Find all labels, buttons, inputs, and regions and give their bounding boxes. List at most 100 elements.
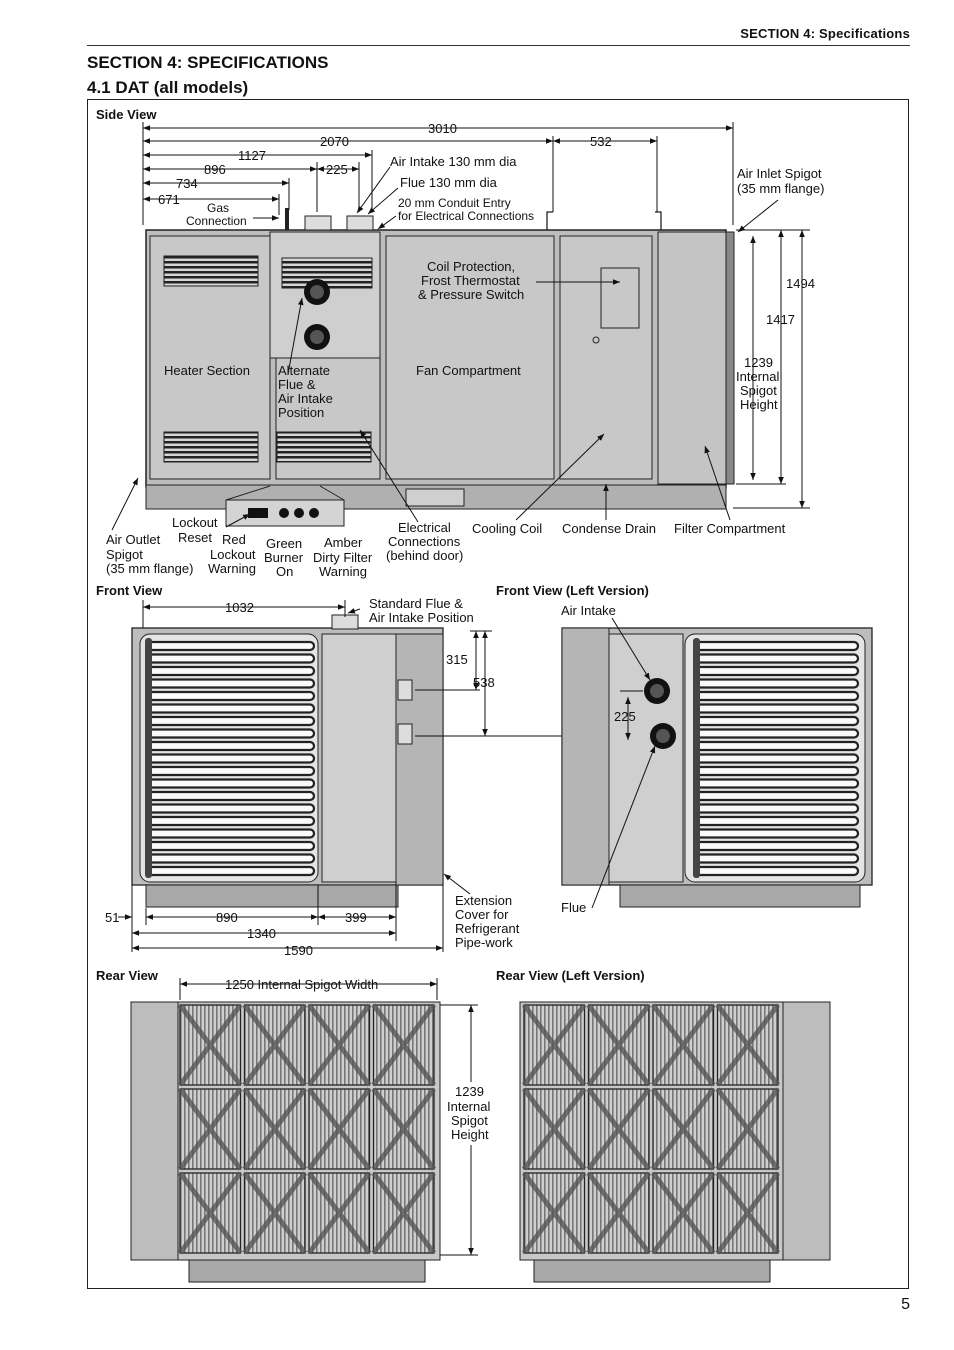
dim-1127: 1127 (238, 148, 266, 163)
side-view-title: Side View (96, 107, 157, 122)
coil-row (694, 853, 860, 864)
dim-1494: 1494 (786, 276, 815, 291)
side-view-dimensions (111, 122, 810, 531)
front-view-unit (131, 614, 444, 908)
filter-compartment-label: Filter Compartment (674, 521, 786, 536)
coil-row (146, 728, 316, 739)
filter-cross (651, 1171, 716, 1255)
coil-row (146, 753, 316, 764)
air-intake-left-label: Air Intake (561, 603, 616, 618)
green-label-3: On (276, 564, 293, 579)
dim-315: 315 (446, 652, 468, 667)
coil-row (146, 715, 316, 727)
section-title: SECTION 4: SPECIFICATIONS (87, 53, 329, 72)
coil-row (694, 778, 860, 789)
rear-h-label-4: Height (451, 1127, 489, 1142)
coil-row (146, 790, 316, 802)
spigot-label-1: 1239 (744, 355, 773, 370)
coil-row (146, 653, 316, 664)
front-view-dimensions (118, 600, 650, 952)
coil-row (146, 815, 316, 827)
rear-view-title: Rear View (96, 968, 159, 983)
dim-1590: 1590 (284, 943, 313, 958)
lockout-reset-label-2: Reset (178, 530, 212, 545)
coil-row (146, 853, 316, 864)
coil-row (694, 840, 860, 852)
air-outlet-label-1: Air Outlet (106, 532, 161, 547)
coil-row (146, 865, 316, 877)
dim-2070: 2070 (320, 134, 349, 149)
coil-header (145, 638, 152, 878)
amber-label-2: Dirty Filter (313, 550, 373, 565)
rear-view-dimensions (179, 978, 478, 1256)
filter-cross (307, 1087, 372, 1171)
coil-row (146, 703, 316, 714)
coil-row (146, 778, 316, 789)
coil-label-1: Coil Protection, (427, 259, 515, 274)
alt-label-4: Position (278, 405, 324, 420)
air-intake-label: Air Intake 130 mm dia (390, 154, 517, 169)
dim-890: 890 (216, 910, 238, 925)
coil-row (694, 665, 860, 677)
electrical-label-3: (behind door) (386, 548, 463, 563)
coil-row (694, 703, 860, 714)
filter-cross (522, 1003, 587, 1087)
filter-cross (371, 1003, 436, 1087)
coil-row (146, 640, 316, 652)
dim-225-left: 225 (614, 709, 636, 724)
coil-row (694, 865, 860, 877)
filter-cross (242, 1171, 307, 1255)
coil-row (146, 828, 316, 839)
drawing-frame (87, 99, 909, 1289)
alt-label-3: Air Intake (278, 391, 333, 406)
coil-row (146, 740, 316, 752)
dim-3010: 3010 (428, 121, 457, 136)
coil-row (694, 815, 860, 827)
filter-cross (307, 1003, 372, 1087)
front-view-title: Front View (96, 583, 163, 598)
spigot-label-3: Spigot (740, 383, 777, 398)
front-left-view-unit (561, 627, 873, 908)
coil-row (694, 653, 860, 664)
green-label-2: Burner (264, 550, 304, 565)
dim-671: 671 (158, 192, 180, 207)
coil-row (694, 678, 860, 689)
coil-row (146, 840, 316, 852)
red-label-1: Red (222, 532, 246, 547)
filter-cross (586, 1087, 651, 1171)
flue-label: Flue 130 mm dia (400, 175, 498, 190)
fan-compartment-label: Fan Compartment (416, 363, 521, 378)
lockout-reset-label-1: Lockout (172, 515, 218, 530)
air-outlet-label-2: Spigot (106, 547, 143, 562)
rear-h-label-2: Internal (447, 1099, 490, 1114)
dim-1340: 1340 (247, 926, 276, 941)
rear-view-labels: 1250 Internal Spigot Width 1239 Internal… (225, 977, 490, 1142)
filter-cross (586, 1003, 651, 1087)
filter-cross (307, 1171, 372, 1255)
rear-view-unit (130, 1001, 441, 1283)
coil-row (694, 753, 860, 764)
filter-cross (178, 1171, 243, 1255)
side-view-unit (145, 208, 735, 527)
coil-row (146, 690, 316, 702)
rear-left-view-unit (519, 1001, 831, 1283)
filter-cross (522, 1171, 587, 1255)
rear-filter-panels (178, 1003, 436, 1255)
page-number: 5 (901, 1296, 910, 1313)
cooling-coil-label: Cooling Coil (472, 521, 542, 536)
coil-row (146, 665, 316, 677)
filter-cross (242, 1003, 307, 1087)
amber-label-3: Warning (319, 564, 367, 579)
std-flue-label-2: Air Intake Position (369, 610, 474, 625)
coil-row (694, 790, 860, 802)
alt-label-1: Alternate (278, 363, 330, 378)
flue-left-label: Flue (561, 900, 586, 915)
dim-896: 896 (204, 162, 226, 177)
rear-left-view-title: Rear View (Left Version) (496, 968, 645, 983)
spigot-label-4: Height (740, 397, 778, 412)
filter-cross (651, 1003, 716, 1087)
dim-399: 399 (345, 910, 367, 925)
side-view-labels: 3010 2070 532 1127 896 225 734 671 1494 … (106, 121, 824, 579)
front-left-labels: Air Intake 225 Flue (561, 603, 636, 915)
air-inlet-label-1: Air Inlet Spigot (737, 166, 822, 181)
